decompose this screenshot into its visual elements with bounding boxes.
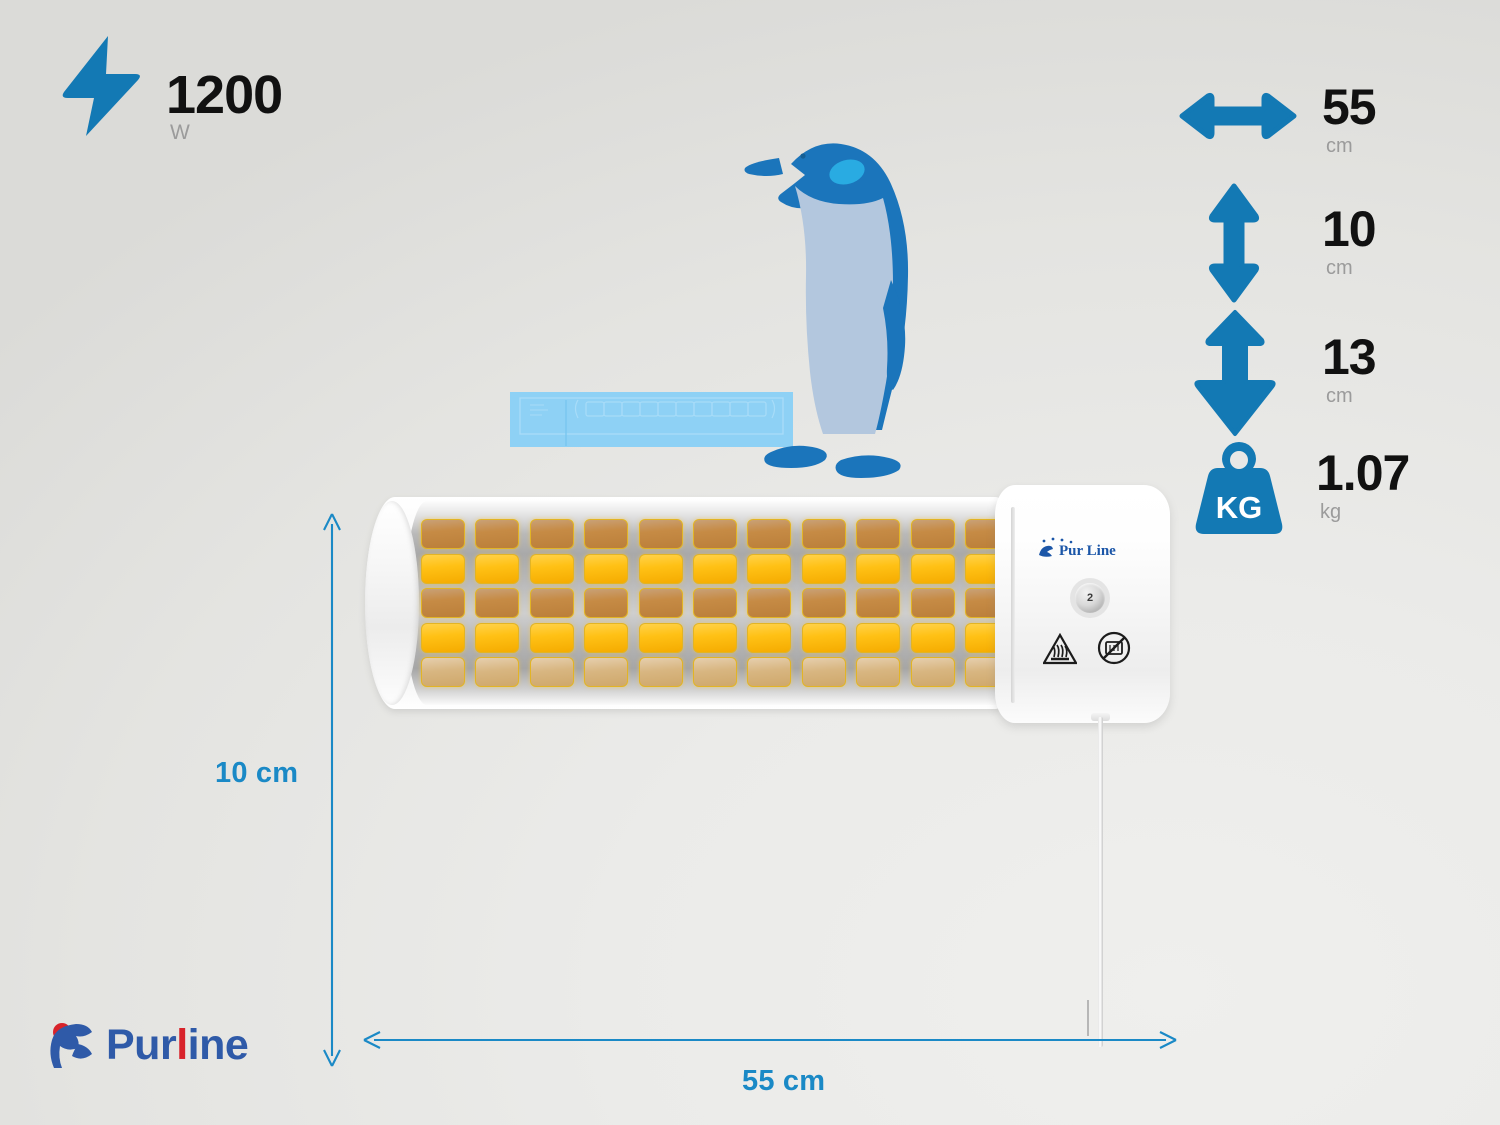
spec-unit-depth: cm bbox=[1326, 385, 1353, 407]
brand-logo: Purline bbox=[48, 1018, 263, 1076]
spec-row-width: 55 cm bbox=[1170, 78, 1470, 158]
unit-brand-text: Pur Line bbox=[1059, 543, 1116, 559]
grille-row bbox=[421, 588, 1009, 618]
brand-name-accent-l: l bbox=[176, 1021, 188, 1069]
spec-unit-height: cm bbox=[1326, 257, 1353, 279]
width-dimension-label: 55 cm bbox=[742, 1065, 826, 1097]
spec-stack: 55 cm 10 cm 13 cm KG 1.07 kg bbox=[1170, 60, 1470, 560]
lightning-bolt-icon bbox=[62, 36, 140, 136]
width-dimension-tick bbox=[1087, 1000, 1089, 1036]
weight-kg-icon: KG bbox=[1195, 442, 1283, 534]
product-image: Pur Line 2 bbox=[365, 485, 1195, 1047]
height-dimension-label: 10 cm bbox=[215, 757, 299, 789]
do-not-cover-icon bbox=[1097, 631, 1131, 665]
heater-silhouette-icon bbox=[510, 392, 793, 447]
power-cord bbox=[1098, 717, 1103, 1047]
spec-value-width: 55 bbox=[1322, 79, 1377, 135]
spec-unit-weight: kg bbox=[1320, 501, 1342, 523]
spec-row-weight: KG 1.07 kg bbox=[1170, 432, 1470, 542]
hot-surface-warning-icon bbox=[1043, 633, 1077, 665]
heater-grille bbox=[421, 519, 1009, 687]
width-dimension-line bbox=[363, 1031, 1177, 1049]
grille-row bbox=[421, 553, 1009, 584]
arrow-horizontal-double-icon bbox=[1179, 92, 1297, 140]
spec-value-height: 10 bbox=[1322, 201, 1377, 257]
brand-name-part2: ine bbox=[187, 1021, 249, 1069]
brand-name-part1: Pur bbox=[106, 1021, 177, 1069]
purline-figure-mark-icon bbox=[50, 1023, 92, 1068]
spec-value-weight: 1.07 bbox=[1316, 445, 1410, 501]
grille-row bbox=[421, 622, 1009, 653]
grille-row bbox=[421, 519, 1009, 549]
heater-control-end-unit: Pur Line 2 bbox=[995, 485, 1170, 723]
scale-comparison-group bbox=[480, 130, 980, 490]
knob-label: 2 bbox=[1086, 592, 1094, 604]
arrow-vertical-double-icon bbox=[1208, 183, 1260, 303]
spec-unit-width: cm bbox=[1326, 135, 1353, 157]
penguin-silhouette-icon bbox=[744, 143, 909, 478]
grille-row bbox=[421, 657, 1009, 687]
brand-name: Purline bbox=[106, 1021, 249, 1069]
spec-row-depth: 13 cm bbox=[1170, 308, 1470, 438]
weight-icon-label: KG bbox=[1216, 490, 1263, 525]
heater-power-knob[interactable]: 2 bbox=[1075, 583, 1105, 613]
spec-row-height: 10 cm bbox=[1170, 182, 1470, 303]
power-value: 1200 bbox=[166, 65, 283, 125]
height-dimension-line bbox=[323, 513, 341, 1067]
end-unit-seam bbox=[1011, 507, 1015, 703]
heater-left-end-cap bbox=[365, 501, 419, 705]
purline-unit-logo-icon: Pur Line bbox=[1039, 537, 1116, 559]
power-spec-group: 1200 W bbox=[48, 30, 368, 144]
power-unit: W bbox=[170, 121, 190, 144]
arrow-vertical-double-wide-icon bbox=[1194, 310, 1276, 436]
spec-value-depth: 13 bbox=[1322, 329, 1377, 385]
